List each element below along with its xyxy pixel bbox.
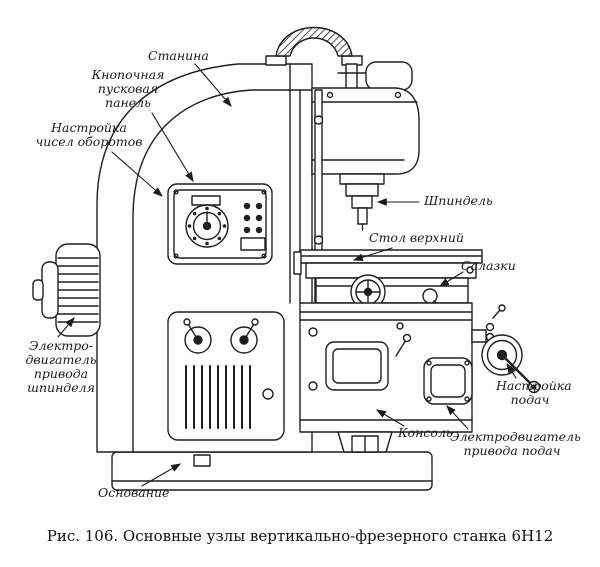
table-part xyxy=(293,249,483,279)
leader-feed-motor xyxy=(446,405,469,430)
lower-panel-part xyxy=(167,311,285,441)
spindle-part xyxy=(339,173,385,231)
speed-panel-part xyxy=(167,183,273,265)
label-feed-setting: Настройка подач xyxy=(496,378,572,407)
label-speed-setting: Настройка чисел оборотов xyxy=(35,120,143,149)
start-buttons xyxy=(243,202,263,234)
label-spindle-motor: Электро- двигатель привода шпинделя xyxy=(25,338,97,395)
drawbar-part xyxy=(337,63,367,91)
leader-upper-table xyxy=(352,247,393,262)
vent-grille xyxy=(185,365,251,429)
machine-drawing xyxy=(32,26,541,491)
selector-dials xyxy=(183,318,259,354)
figure-caption: Рис. 106. Основные узлы вертикально-фрез… xyxy=(46,527,554,545)
label-base: Основание xyxy=(98,485,170,500)
label-stanina: Станина xyxy=(148,48,209,63)
leader-spindle-motor xyxy=(57,317,75,338)
leader-speed-setting xyxy=(111,151,163,197)
speed-dial xyxy=(185,204,229,248)
leader-start-panel xyxy=(151,112,194,182)
leader-stanina xyxy=(194,63,232,107)
leader-saddle xyxy=(439,271,464,287)
handle-part xyxy=(265,26,363,66)
label-console: Консоль xyxy=(398,425,453,440)
feed-motor-part xyxy=(423,357,473,405)
label-spindle: Шпиндель xyxy=(424,193,493,208)
leader-feed-setting xyxy=(506,363,517,379)
leader-base xyxy=(141,463,181,487)
cross-feed-handwheel xyxy=(350,274,386,310)
leader-lines xyxy=(57,63,517,487)
spindle-head-part xyxy=(311,61,420,175)
knee-support-part xyxy=(337,431,393,453)
label-upper-table: Стол верхний xyxy=(369,230,464,245)
label-feed-motor: Электродвигатель привода подач xyxy=(450,429,581,458)
label-start-panel: Кнопочная пусковая панель xyxy=(91,67,165,110)
label-saddle: Салазки xyxy=(461,258,516,273)
leader-console xyxy=(376,409,405,427)
spindle-motor-part xyxy=(32,243,101,337)
